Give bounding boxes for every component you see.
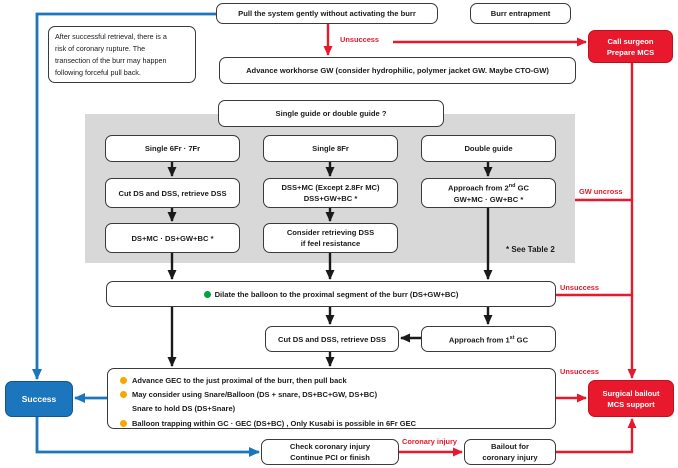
label-unsuccess-bottom: Unsuccess: [560, 367, 600, 376]
orange-dot-icon: [120, 391, 127, 399]
node-single-6fr-7fr: Single 6Fr · 7Fr: [105, 135, 240, 162]
gec-option-1: Advance GEC to the just proximal of the …: [120, 375, 347, 386]
node-advance-workhorse-gw: Advance workhorse GW (consider hydrophil…: [219, 57, 576, 84]
node-consider-retrieving-dss: Consider retrieving DSS if feel resistan…: [263, 223, 398, 253]
approach-2nd-post: GC: [515, 183, 529, 193]
approach-2nd-sup: nd: [508, 183, 516, 190]
dilate-balloon-line: Dilate the balloon to the proximal segme…: [203, 289, 459, 300]
cut-ds-dss-1-label: Cut DS and DSS, retrieve DSS: [118, 188, 227, 198]
gec-option-2-label: May consider using Snare/Balloon (DS + s…: [132, 390, 378, 400]
advance-gw-label: Advance workhorse GW (consider hydrophil…: [246, 66, 549, 75]
orange-dot-icon: [120, 419, 127, 427]
gec-option-2b-label: Snare to hold DS (DS+Snare): [132, 404, 236, 414]
node-dilate-balloon: Dilate the balloon to the proximal segme…: [106, 281, 556, 307]
gec-option-3-label: Balloon trapping within GC · GEC (DS+BC)…: [132, 418, 416, 428]
node-burr-entrapment: Burr entrapment: [470, 3, 571, 24]
dss-mc-line1: DSS+MC (Except 2.8Fr MC): [281, 183, 380, 192]
node-success: Success: [5, 381, 73, 417]
success-label: Success: [21, 393, 57, 404]
bailout-line1: Bailout for: [491, 442, 529, 451]
approach-1st-sup: st: [509, 334, 515, 341]
gec-option-2b: Snare to hold DS (DS+Snare): [120, 403, 235, 414]
single-or-double-label: Single guide or double guide ?: [275, 109, 387, 118]
approach-2nd-pre: Approach from 2: [447, 183, 509, 193]
consider-dss-line1: Consider retrieving DSS: [286, 228, 375, 237]
note-line: transection of the burr may happen: [55, 55, 167, 65]
cut-ds-dss-2-label: Cut DS and DSS, retrieve DSS: [277, 334, 387, 344]
node-surgical-bailout: Surgical bailout MCS support: [588, 380, 674, 417]
node-cut-ds-dss-1: Cut DS and DSS, retrieve DSS: [105, 178, 240, 208]
surgical-bailout-line2: MCS support: [607, 399, 655, 409]
note-line: risk of coronary rupture. The: [55, 43, 146, 53]
surgical-bailout-line1: Surgical bailout: [602, 388, 660, 398]
bullet-spacer: [120, 405, 127, 412]
approach-1st-post: GC: [514, 335, 529, 345]
call-surgeon-line2: Prepare MCS: [606, 47, 655, 57]
consider-dss-line2: if feel resistance: [300, 239, 361, 248]
label-coronary-injury: Coronary injury: [402, 437, 458, 446]
node-call-surgeon: Call surgeon Prepare MCS: [588, 30, 673, 63]
label-gw-uncross: GW uncross: [579, 187, 623, 196]
node-dss-mc: DSS+MC (Except 2.8Fr MC) DSS+GW+BC *: [263, 178, 398, 208]
approach-1st-pre: Approach from 1: [448, 335, 510, 345]
call-surgeon-line1: Call surgeon: [607, 36, 654, 46]
node-pull-system: Pull the system gently without activatin…: [216, 3, 438, 24]
node-gec-options: Advance GEC to the just proximal of the …: [107, 368, 556, 429]
label-unsuccess-top: Unsuccess: [340, 35, 380, 44]
node-bailout-coronary-injury: Bailout for coronary injury: [464, 439, 556, 465]
label-see-table-2: * See Table 2: [506, 245, 555, 254]
check-coronary-line1: Check coronary injury: [289, 442, 371, 451]
orange-dot-icon: [120, 377, 127, 384]
double-guide-label: Double guide: [464, 144, 513, 153]
check-coronary-line2: Continue PCI or finish: [290, 453, 370, 462]
approach-2nd-gc-line2: GW+MC · GW+BC *: [453, 194, 524, 204]
node-approach-1st-gc: Approach from 1st GC: [421, 326, 556, 352]
approach-1st-gc-label: Approach from 1st GC: [449, 333, 528, 346]
node-cut-ds-dss-2: Cut DS and DSS, retrieve DSS: [265, 326, 399, 352]
note-line: After successful retrieval, there is a: [55, 31, 167, 41]
gec-option-2: May consider using Snare/Balloon (DS + s…: [120, 389, 377, 400]
node-ds-mc-ds-gw-bc: DS+MC · DS+GW+BC *: [105, 223, 240, 253]
node-check-coronary-injury: Check coronary injury Continue PCI or fi…: [261, 439, 399, 465]
label-unsuccess-mid: Unsuccess: [560, 283, 600, 292]
single-8fr-label: Single 8Fr: [312, 144, 349, 153]
node-single-or-double-guide: Single guide or double guide ?: [218, 100, 444, 127]
node-burr-entrapment-label: Burr entrapment: [490, 9, 551, 18]
bailout-line2: coronary injury: [482, 453, 538, 462]
gec-option-3: Balloon trapping within GC · GEC (DS+BC)…: [120, 418, 416, 429]
node-double-guide: Double guide: [421, 135, 556, 162]
node-pull-system-label: Pull the system gently without activatin…: [238, 9, 416, 18]
dilate-balloon-label: Dilate the balloon to the proximal segme…: [214, 289, 459, 299]
dss-mc-line2: DSS+GW+BC *: [303, 194, 358, 203]
approach-2nd-gc-line1: Approach from 2nd GC: [448, 181, 529, 194]
single-6fr-7fr-label: Single 6Fr · 7Fr: [144, 144, 201, 153]
note-line: following forceful pull back.: [55, 67, 141, 77]
ds-mc-label: DS+MC · DS+GW+BC *: [131, 233, 214, 243]
node-approach-2nd-gc: Approach from 2nd GC GW+MC · GW+BC *: [421, 178, 556, 208]
green-dot-icon: [203, 290, 211, 298]
node-single-8fr: Single 8Fr: [263, 135, 398, 162]
note-coronary-rupture: After successful retrieval, there is a r…: [48, 26, 196, 83]
gec-option-1-label: Advance GEC to the just proximal of the …: [132, 376, 347, 385]
